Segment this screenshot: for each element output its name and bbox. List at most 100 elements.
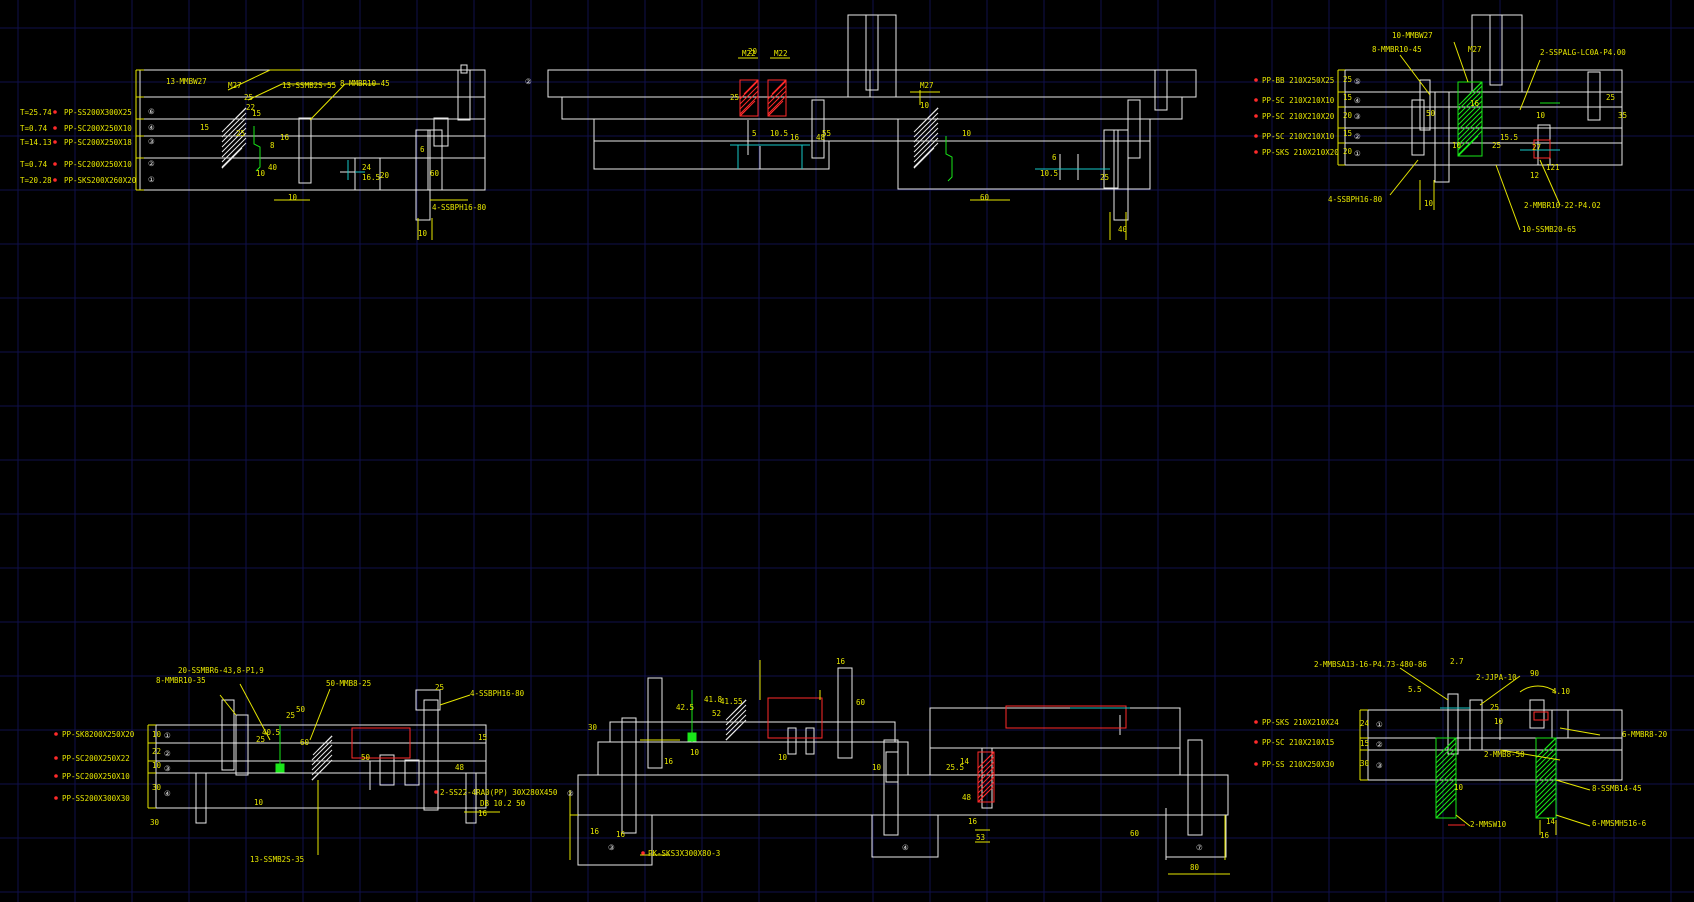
callout-br-4: 8-SSMB14-45 [1592,784,1642,793]
hatch-line [1457,115,1483,141]
dimension-label: 10 [152,761,162,770]
dimension-label: 10.5 [1040,169,1058,178]
dimension-label: 10 [256,169,266,178]
dimension-label: 48 [962,793,972,802]
plate-labels-bottom-left: PP-SK8200X250X20 PP-SC200X250X22 PP-SC20… [54,730,171,803]
plate-bubble-tr-5: ① [1354,149,1361,158]
dimension-label: 35 [1618,111,1627,120]
hatch-line [1457,125,1483,151]
view-top-middle[interactable]: ② M22 M22 M27 [525,14,1197,240]
hatch-line [767,85,787,105]
dimension-label: 16 [1470,99,1480,108]
view-top-left[interactable]: T=25.74 T=0.74 T=14.13 T=0.74 T=20.28 PP… [20,64,487,240]
dimension-label: 50 [296,705,306,714]
hatch-line [221,142,247,168]
view-bottom-middle[interactable]: ② ③ ④ ⑦ 2-SS22-4RA0(PP) 30X280X450 DB 10… [434,660,1230,875]
dimension-label: 20 [1343,111,1353,120]
hatch-line [1535,757,1557,779]
hatch-line [767,95,787,115]
callout-tr-5: 2-MMBR10-22-P4.02 [1524,201,1601,210]
hatch-line [1457,105,1483,131]
plate-labels-top-left: T=25.74 T=0.74 T=14.13 T=0.74 T=20.28 PP… [20,107,155,185]
dimension-label: 55 [822,129,831,138]
plate-spec-br-3: PP-SS 210X250X30 [1262,760,1335,769]
hatch-line [781,79,787,85]
plate-spec-1: PP-SS200X300X25 [64,108,132,117]
plate-bubble-bl-3: ③ [164,764,171,773]
hatch-line [1435,752,1457,774]
dimension-label: 60 [1130,829,1140,838]
bubble-bm-1: ② [567,789,574,798]
dimension-label: 40.5 [262,728,280,737]
hatch-green-top-right [1457,81,1483,157]
hatch-line [1535,797,1557,819]
hatch-line [767,100,784,117]
hatch-line [913,127,939,153]
dimension-label: 25 [1492,141,1501,150]
dimension-label: 10 [288,193,298,202]
dimension-label: 121 [1546,163,1560,172]
dimension-label: 40 [1118,225,1128,234]
plate-bubble-5: ① [148,175,155,184]
dimension-label: 52 [712,709,721,718]
dimension-label: 10 [1536,111,1546,120]
callout-br-3: 2-MMB8-50 [1484,750,1525,759]
dimension-label: 60 [430,169,440,178]
hatch-line [327,735,333,741]
plate-labels-bottom-right: PP-SKS 210X210X24 PP-SC 210X210X15 PP-SS… [1254,718,1383,770]
dimension-label: 25 [1490,703,1499,712]
hatch-line [992,751,995,754]
hatch-line [913,132,939,158]
hatch-line [241,107,247,113]
plate-bubble-bl-1: ① [164,731,171,740]
hatch-line [1435,742,1457,764]
dimension-label: 16.5 [362,173,380,182]
hatch-line [753,79,759,85]
hatch-red-bottom-middle [977,751,995,803]
hatch-line [221,137,247,163]
hatch-line [1457,130,1483,156]
dimension-label: 80 [1190,863,1200,872]
dimension-label: 25 [286,711,295,720]
hatch-line [977,756,995,774]
plate-spec-bl-3: PP-SC200X250X10 [62,772,130,781]
callout-br-5: 6-MMSMH516-6 [1592,819,1647,828]
plate-spec-br-1: PP-SKS 210X210X24 [1262,718,1339,727]
callout-tr-4: 4-SSBPH16-80 [1328,195,1383,204]
callout-bl-4: 13-SSMB2S-35 [250,855,304,864]
hatch-line [221,122,247,148]
plate-bubble-tr-1: ⑤ [1354,77,1361,86]
dimension-label: 15 [1360,739,1369,748]
dimension-label: 14 [1546,817,1556,826]
hatch-line [913,117,939,143]
hatch-line [1535,752,1557,774]
hatch-bolt-top-left [221,107,247,169]
dimension-label: 10 [418,229,428,238]
dimension-label: 15.5 [1500,133,1518,142]
plate-spec-2: PP-SC200X250X10 [64,124,132,133]
plate-labels-top-right: PP-BB 210X250X25 PP-SC 210X210X10 PP-SC … [1254,76,1361,158]
dimension-label: 30 [150,818,160,827]
dimension-label: 4.10 [1552,687,1571,696]
callout-br-0: 2-MMBSA13-16-P4.73-480-86 [1314,660,1427,669]
hatch-line [739,80,759,100]
plate-bubble-tr-4: ② [1354,132,1361,141]
hatch-line [1457,120,1483,146]
dimension-label: 10 [1494,717,1504,726]
plate-thickness-3: T=14.13 [20,138,52,147]
hatch-red-top-middle [739,79,787,117]
dimension-label: 30 [152,783,162,792]
callout-bm-0: 2-SS22-4RA0(PP) 30X280X450 [440,788,558,797]
hatch-bolt-bottom-left [311,735,333,781]
dimension-label: 48 [455,763,465,772]
view-bottom-left[interactable]: PP-SK8200X250X20 PP-SC200X250X22 PP-SC20… [54,666,525,864]
dimension-label: 22 [152,747,161,756]
hatch-line [1535,762,1557,784]
dimension-label: 20 [1343,147,1353,156]
dimension-label: 20 [380,171,390,180]
dimension-label: 27 [1532,143,1541,152]
view-bottom-right[interactable]: PP-SKS 210X210X24 PP-SC 210X210X15 PP-SS… [1254,660,1668,835]
view-top-right[interactable]: PP-BB 210X250X25 PP-SC 210X210X10 PP-SC … [1254,14,1626,234]
hatch-line [740,699,747,706]
